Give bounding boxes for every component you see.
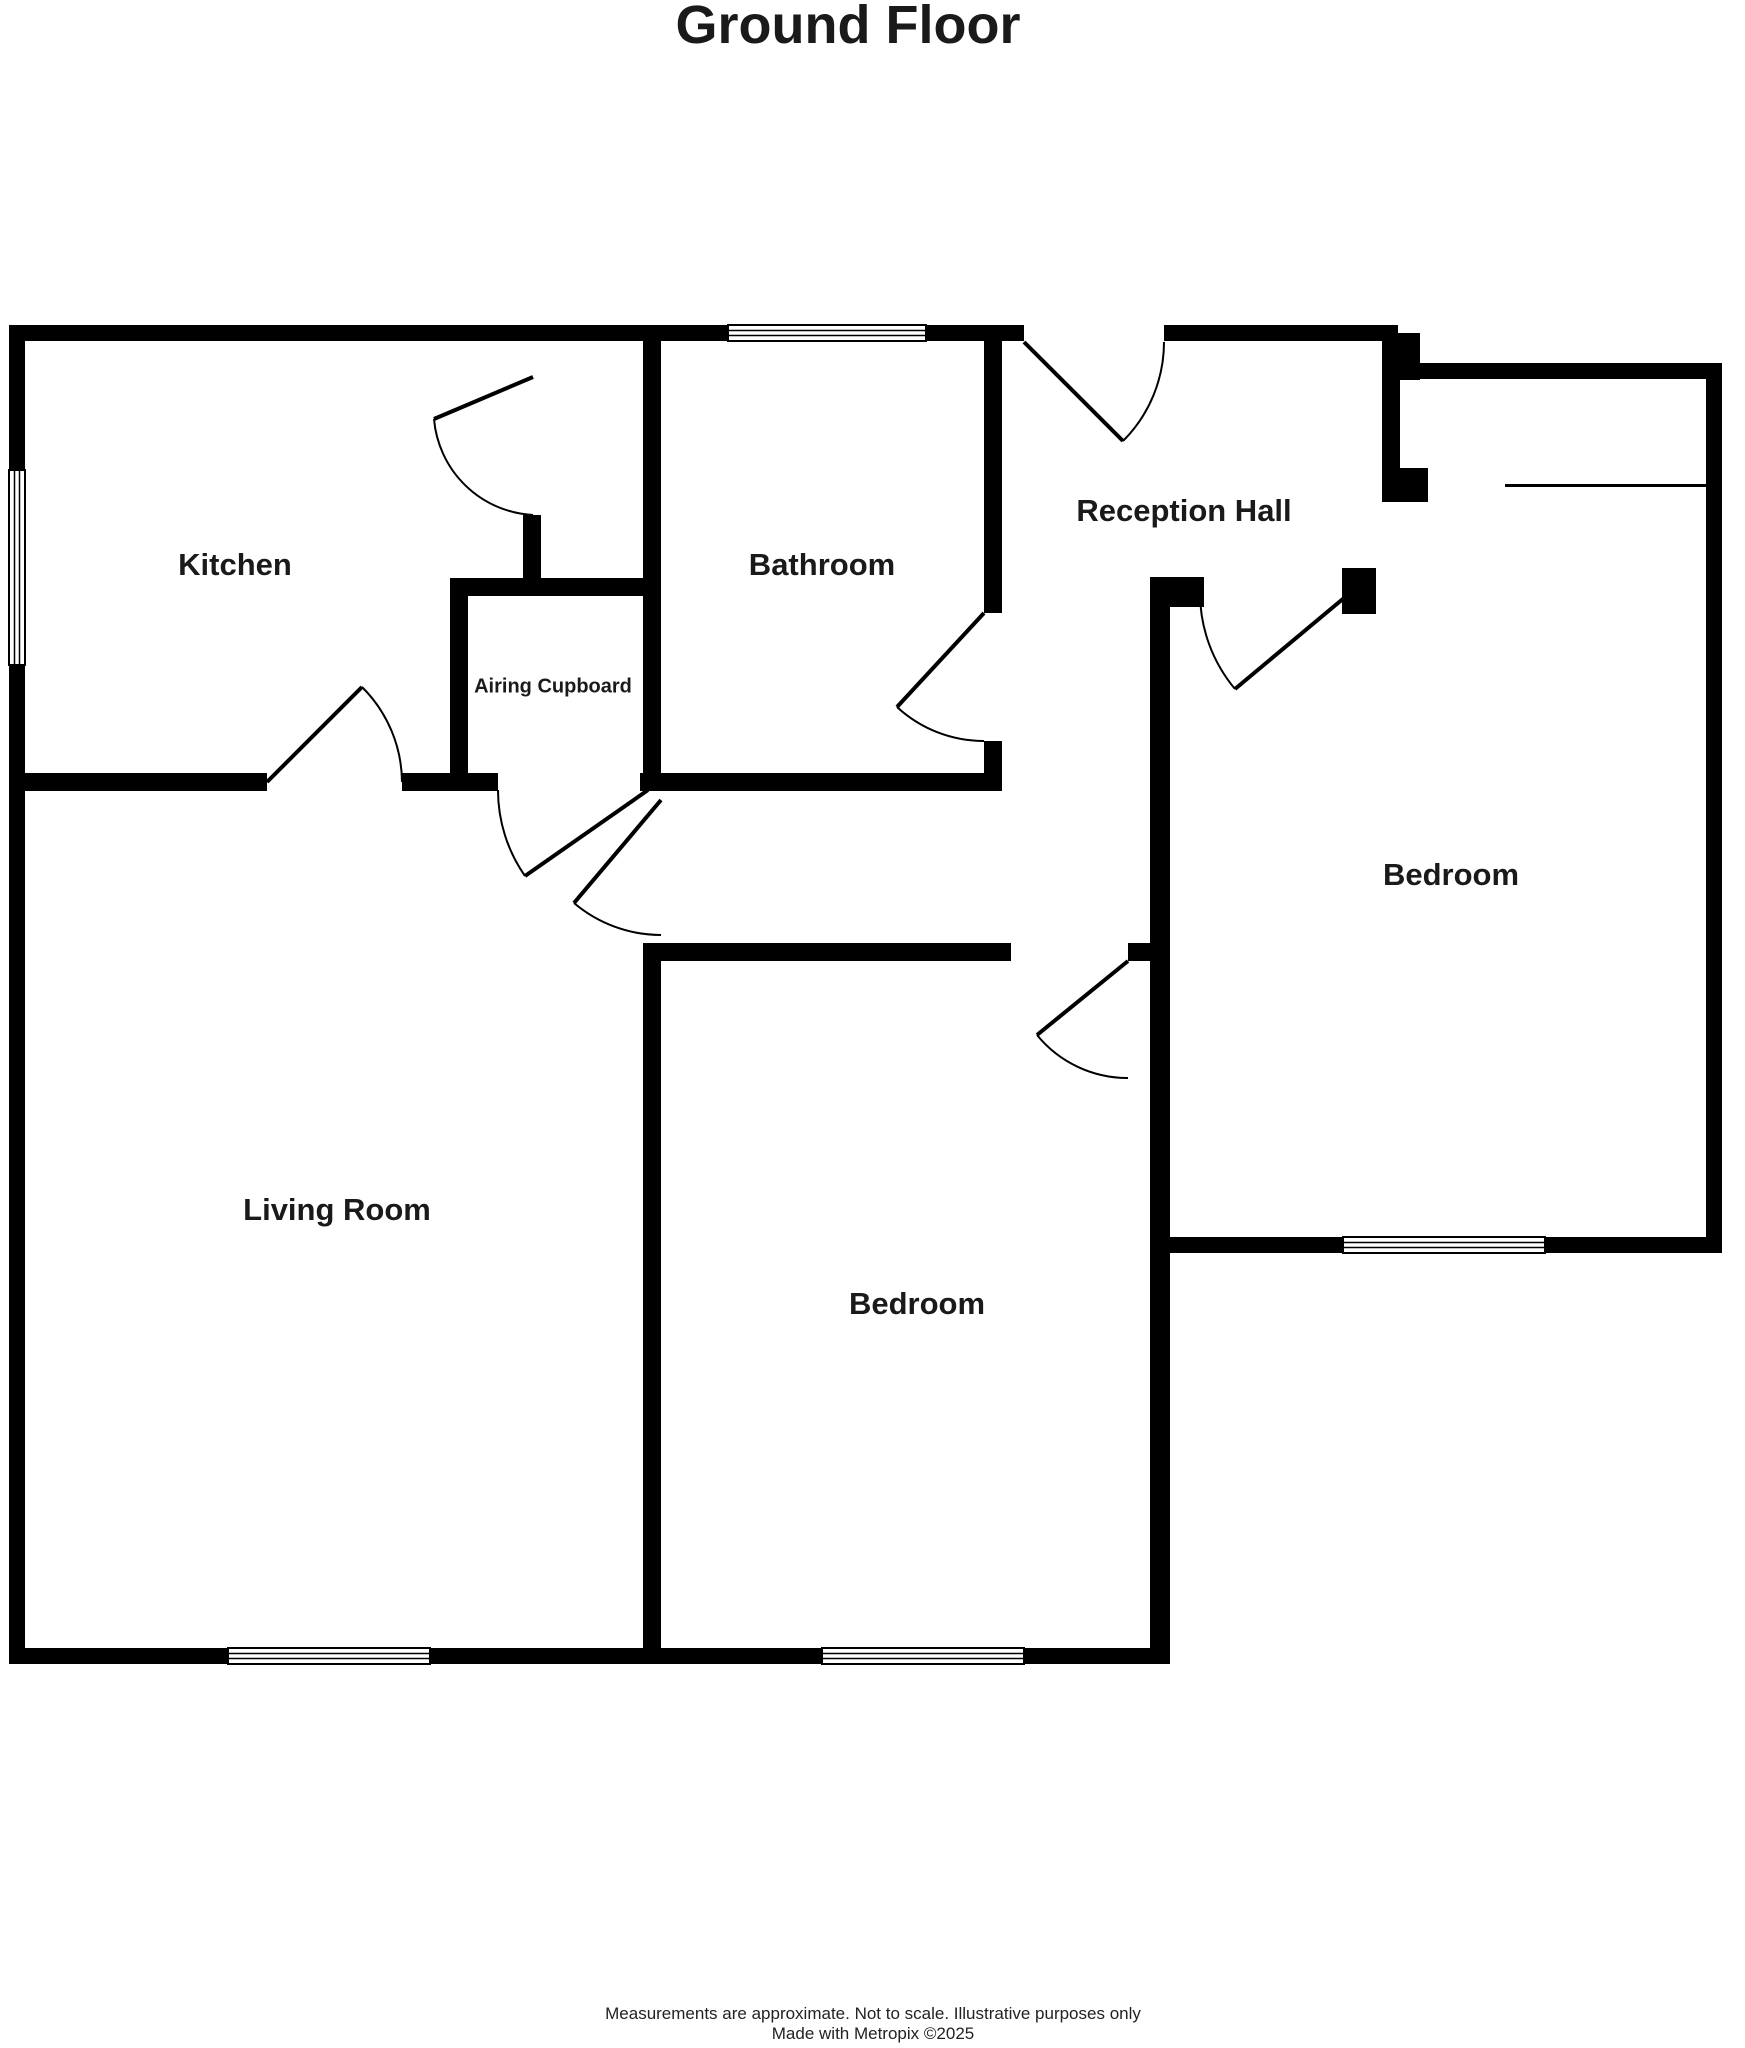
room-label-kitchen: Kitchen [178, 547, 292, 582]
room-label-airing-cupboard: Airing Cupboard [474, 675, 632, 698]
windows-layer [8, 324, 1546, 1665]
credit-text: Made with Metropix ©2025 [771, 2024, 975, 2043]
airing-cupboard-door [496, 788, 650, 878]
room-label-bedroom-center: Bedroom [848, 1286, 986, 1321]
kitchen-door [433, 375, 534, 516]
living-room-door [265, 685, 403, 784]
kitchen-window [8, 469, 26, 666]
living-room-window [227, 1647, 431, 1665]
room-label-bathroom: Bathroom [748, 547, 896, 582]
bedroom-center-window [821, 1647, 1025, 1665]
bathroom-window [727, 324, 927, 342]
entrance-door [1022, 340, 1165, 443]
bedroom-center-door [1035, 959, 1130, 1080]
page-title: Ground Floor [675, 0, 1021, 55]
disclaimer-text: Measurements are approximate. Not to sca… [605, 2004, 1141, 2023]
doors-layer [265, 340, 1352, 1080]
room-label-reception-hall: Reception Hall [1076, 493, 1292, 528]
walls-layer [9, 325, 1722, 1664]
room-label-living-room: Living Room [243, 1192, 431, 1227]
bedroom-right-door [1199, 591, 1352, 691]
bedroom-right-window [1342, 1236, 1546, 1254]
bathroom-door [895, 611, 986, 743]
room-label-bedroom-right: Bedroom [1382, 857, 1520, 892]
hallway-door [572, 798, 663, 936]
